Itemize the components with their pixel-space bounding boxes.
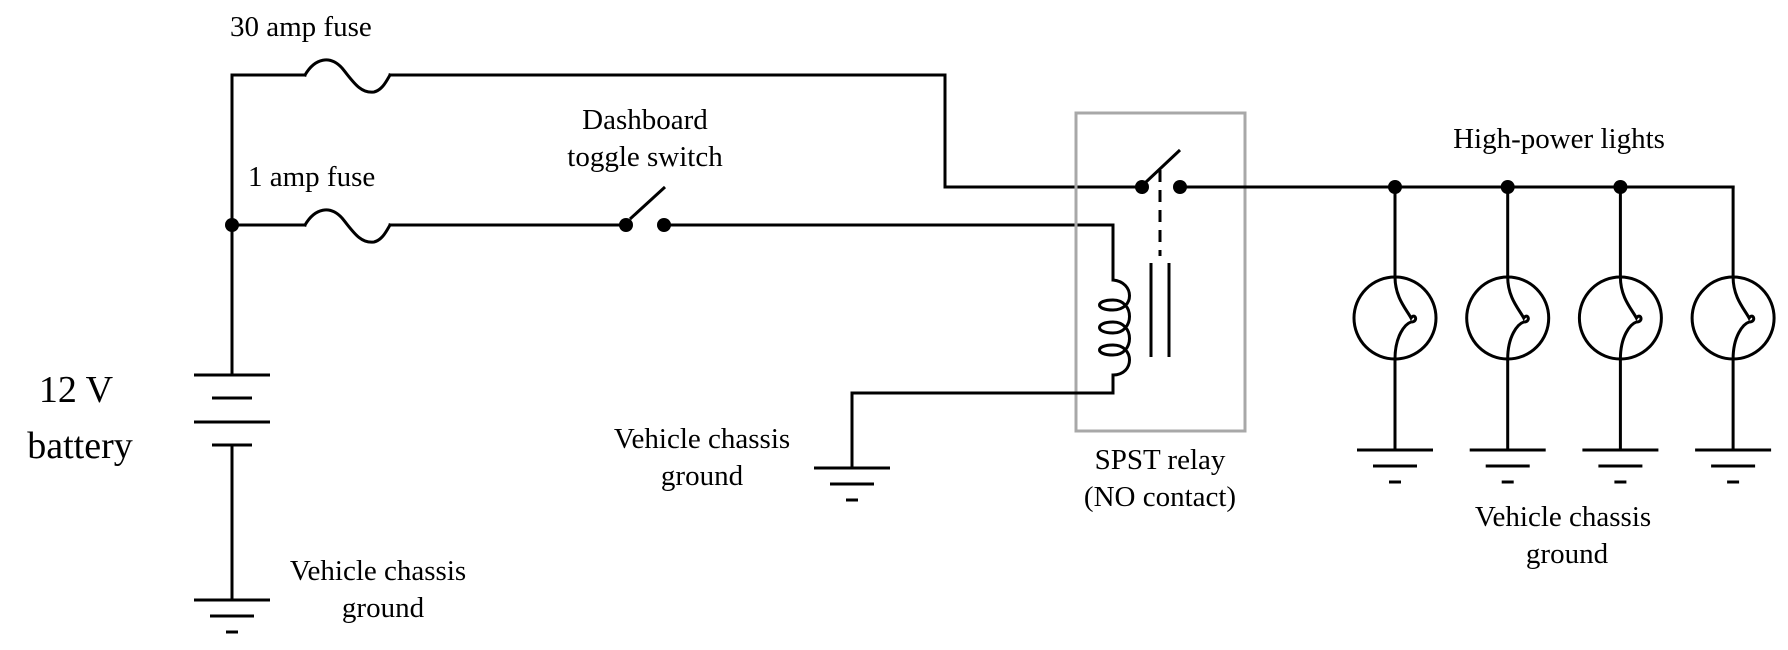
relay-contact [1135, 148, 1414, 256]
ground-label-line2: ground [1526, 538, 1609, 570]
lamp-icon [1352, 185, 1438, 452]
ground-symbol [1582, 448, 1659, 484]
lamp-icon [1465, 185, 1551, 452]
ground-label-line1: Vehicle chassis [614, 423, 790, 455]
junction-dot [1388, 180, 1402, 194]
battery-label-line2: battery [27, 425, 133, 467]
battery-label-line1: 12 V [39, 369, 114, 411]
ground-symbol [194, 598, 270, 634]
relay-label-line2: (NO contact) [1084, 481, 1236, 513]
battery-symbol [194, 223, 270, 600]
ground-label-line1: Vehicle chassis [290, 555, 466, 587]
wire-30a-branch [230, 58, 1145, 227]
lights-label: High-power lights [1453, 123, 1665, 155]
ground-symbol [1357, 448, 1433, 484]
lamp-icon [1690, 185, 1776, 452]
junction-dot [1500, 180, 1515, 194]
ground-label-line1: Vehicle chassis [1475, 501, 1651, 533]
ground-symbol [1469, 448, 1546, 484]
wire-1a-branch [230, 208, 1115, 270]
toggle-switch [619, 185, 671, 232]
ground-label-line2: ground [661, 460, 744, 492]
ground-symbol [1695, 448, 1772, 484]
lamp-bank [1352, 180, 1776, 484]
ground-label-line2: ground [342, 592, 425, 624]
fuse-1-label: 1 amp fuse [248, 161, 375, 193]
toggle-label-line1: Dashboard [582, 104, 708, 136]
relay-box [1074, 111, 1247, 433]
junction-dot [1613, 180, 1628, 194]
toggle-label-line2: toggle switch [567, 141, 723, 173]
relay-label-line1: SPST relay [1095, 444, 1226, 476]
fuse-30-label: 30 amp fuse [230, 11, 372, 43]
lamp-icon [1577, 185, 1663, 452]
relay-coil [850, 263, 1171, 468]
ground-symbol [814, 466, 890, 502]
